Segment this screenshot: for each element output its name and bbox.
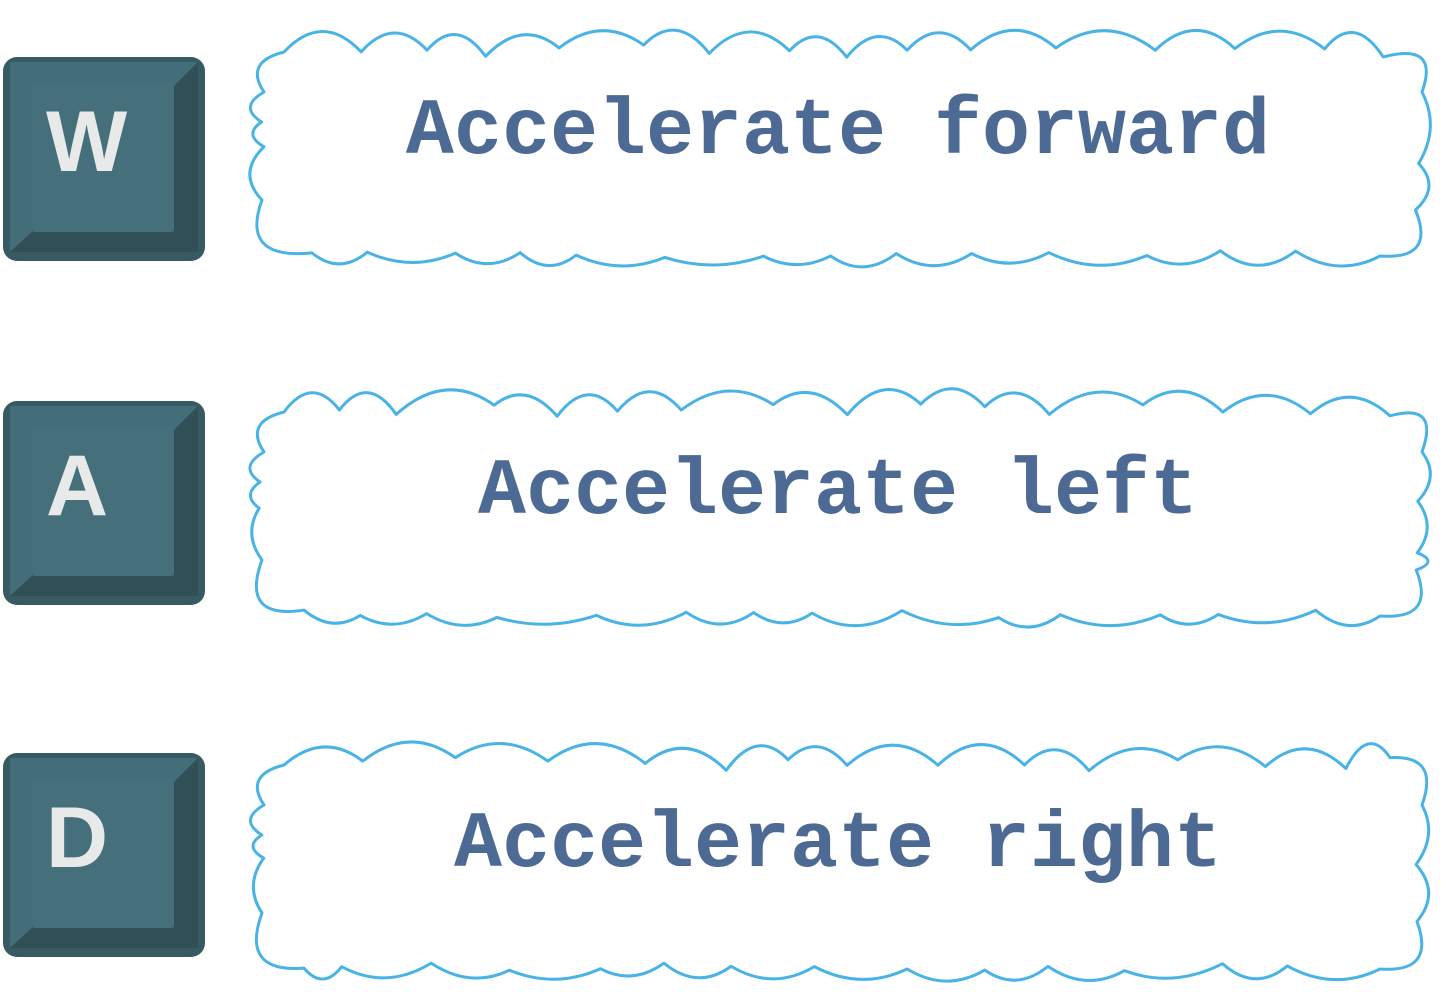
key-letter: D [46, 790, 109, 886]
control-row-d: D Accelerate right [0, 715, 1452, 985]
key-letter: W [46, 94, 128, 190]
cloud-bubble: Accelerate left [238, 368, 1438, 638]
action-label: Accelerate right [453, 800, 1223, 891]
action-label: Accelerate left [477, 447, 1199, 538]
d-key-icon: D [2, 752, 206, 958]
cloud-bubble: Accelerate right [238, 721, 1438, 991]
key-letter: A [46, 438, 109, 534]
control-row-a: A Accelerate left [0, 360, 1452, 630]
a-key-icon: A [2, 400, 206, 606]
action-label: Accelerate forward [405, 87, 1271, 178]
cloud-bubble: Accelerate forward [238, 8, 1438, 278]
w-key-icon: W [2, 56, 206, 262]
control-row-w: W Accelerate forward [0, 0, 1452, 270]
